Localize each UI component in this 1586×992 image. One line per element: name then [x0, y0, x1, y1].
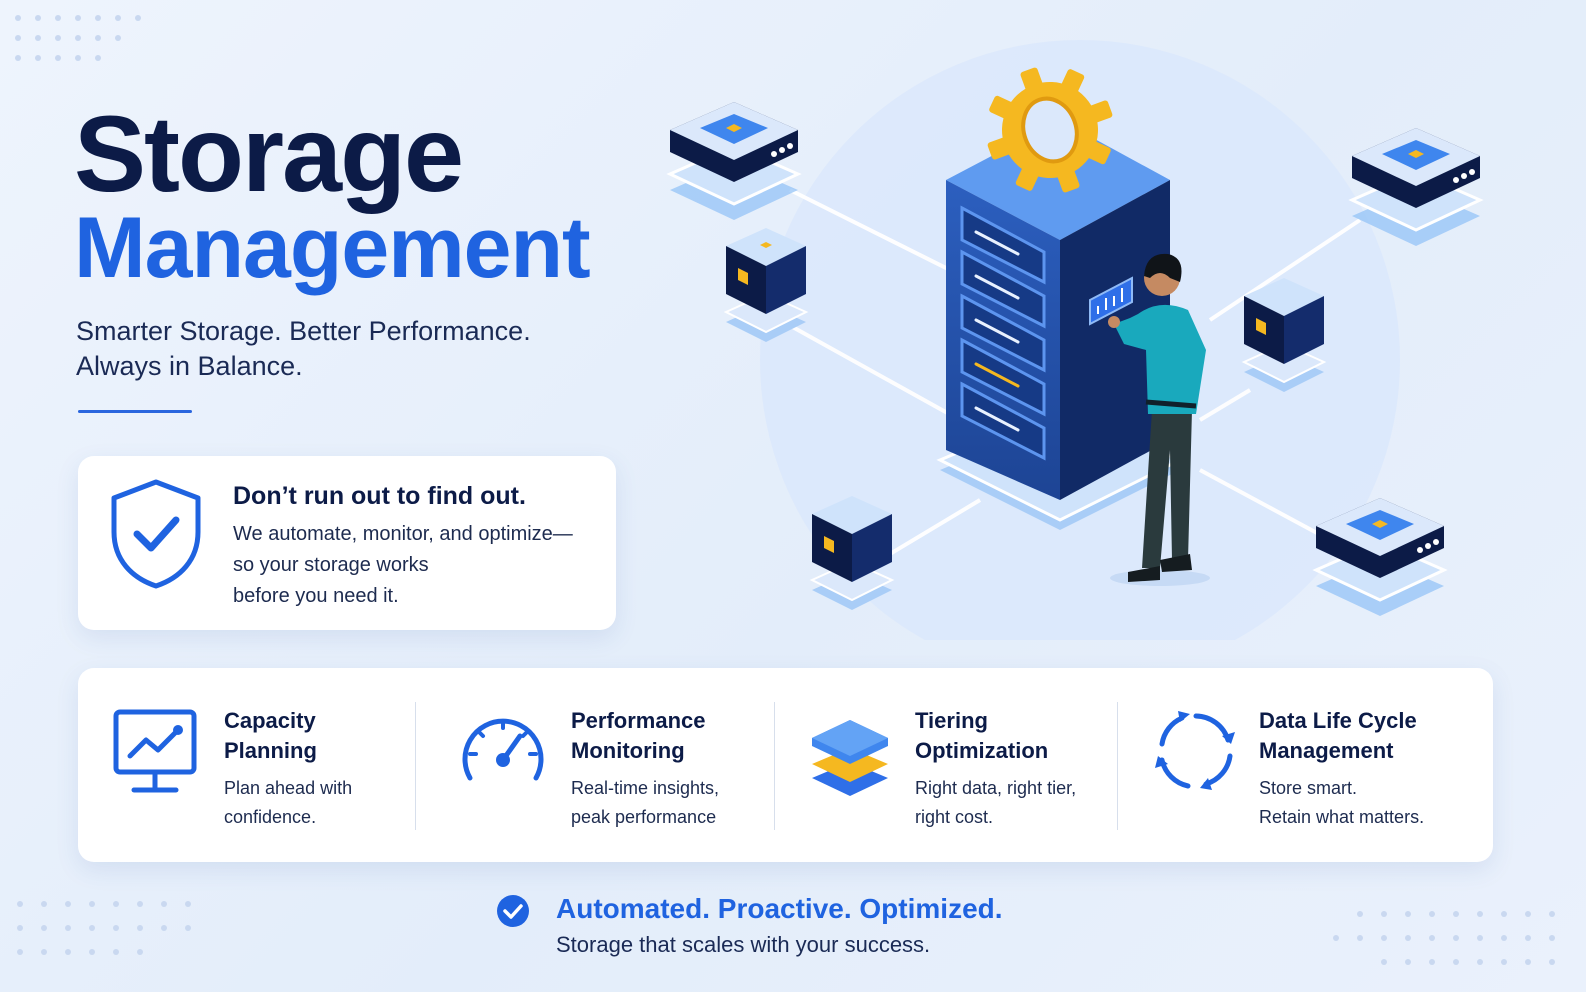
tagline-line-2: Always in Balance. [76, 351, 303, 381]
storage-node-icon [1312, 498, 1448, 616]
dot-pattern-bottom-right [1330, 908, 1570, 972]
feature-title-line-1: Performance [571, 708, 706, 733]
feature-divider [1117, 702, 1118, 830]
connector-lines [779, 188, 1362, 562]
feature-capacity-planning: Capacity Planning Plan ahead with confid… [112, 668, 412, 862]
feature-desc-line-2: peak performance [571, 807, 717, 827]
hero-title-line-1: Storage [74, 93, 464, 214]
feature-title-line-1: Capacity [224, 708, 316, 733]
callout-text-line-3: before you need it. [233, 585, 399, 607]
server-rack-icon [946, 120, 1170, 500]
feature-title-line-2: Management [1259, 738, 1394, 763]
features-card: Capacity Planning Plan ahead with confid… [78, 668, 1493, 862]
feature-desc-line-1: Store smart. [1259, 778, 1358, 798]
server-illustration [640, 20, 1520, 680]
check-circle-icon [496, 894, 530, 933]
feature-desc-line-2: confidence. [224, 807, 317, 827]
storage-node-icon [1348, 128, 1484, 246]
data-cube-icon [1241, 278, 1327, 392]
data-cube-icon [723, 228, 809, 342]
callout-title: Don’t run out to find out. [233, 482, 526, 510]
feature-title-line-2: Monitoring [571, 738, 685, 763]
feature-title-line-1: Data Life Cycle [1259, 708, 1417, 733]
callout-text-line-1: We automate, monitor, and optimize— [233, 523, 573, 545]
tagline-line-1: Smarter Storage. Better Performance. [76, 316, 531, 346]
feature-desc-line-2: right cost. [915, 807, 994, 827]
shield-check-icon [106, 476, 206, 597]
feature-performance-monitoring: Performance Monitoring Real-time insight… [458, 668, 768, 862]
speedometer-icon [458, 708, 548, 793]
feature-data-life-cycle-management: Data Life Cycle Management Store smart. … [1152, 668, 1472, 862]
accent-divider [78, 410, 192, 413]
feature-desc-line-1: Plan ahead with [224, 778, 353, 798]
hero-title-line-2: Management [74, 200, 591, 296]
feature-title-line-1: Tiering [915, 708, 988, 733]
feature-divider [415, 702, 416, 830]
gear-icon [987, 67, 1113, 193]
monitor-chart-icon [112, 708, 198, 803]
feature-desc-line-2: Retain what matters. [1259, 807, 1425, 827]
callout-card: Don’t run out to find out. We automate, … [78, 456, 616, 630]
feature-tiering-optimization: Tiering Optimization Right data, right t… [808, 668, 1118, 862]
storage-node-icon [666, 102, 802, 220]
feature-title-line-2: Optimization [915, 738, 1049, 763]
footer-subline: Storage that scales with your success. [556, 932, 931, 957]
layers-icon [808, 708, 892, 807]
cycle-arrows-icon [1152, 708, 1240, 799]
person-figure [1108, 253, 1210, 586]
footer-headline: Automated. Proactive. Optimized. [556, 893, 1003, 924]
feature-title-line-2: Planning [224, 738, 317, 763]
feature-desc-line-1: Real-time insights, [571, 778, 720, 798]
callout-text-line-2: so your storage works [233, 554, 429, 576]
dot-pattern-bottom-left [14, 898, 214, 968]
dot-pattern-top-left [12, 12, 152, 76]
feature-desc-line-1: Right data, right tier, [915, 778, 1077, 798]
data-cube-icon [809, 496, 895, 610]
feature-divider [774, 702, 775, 830]
